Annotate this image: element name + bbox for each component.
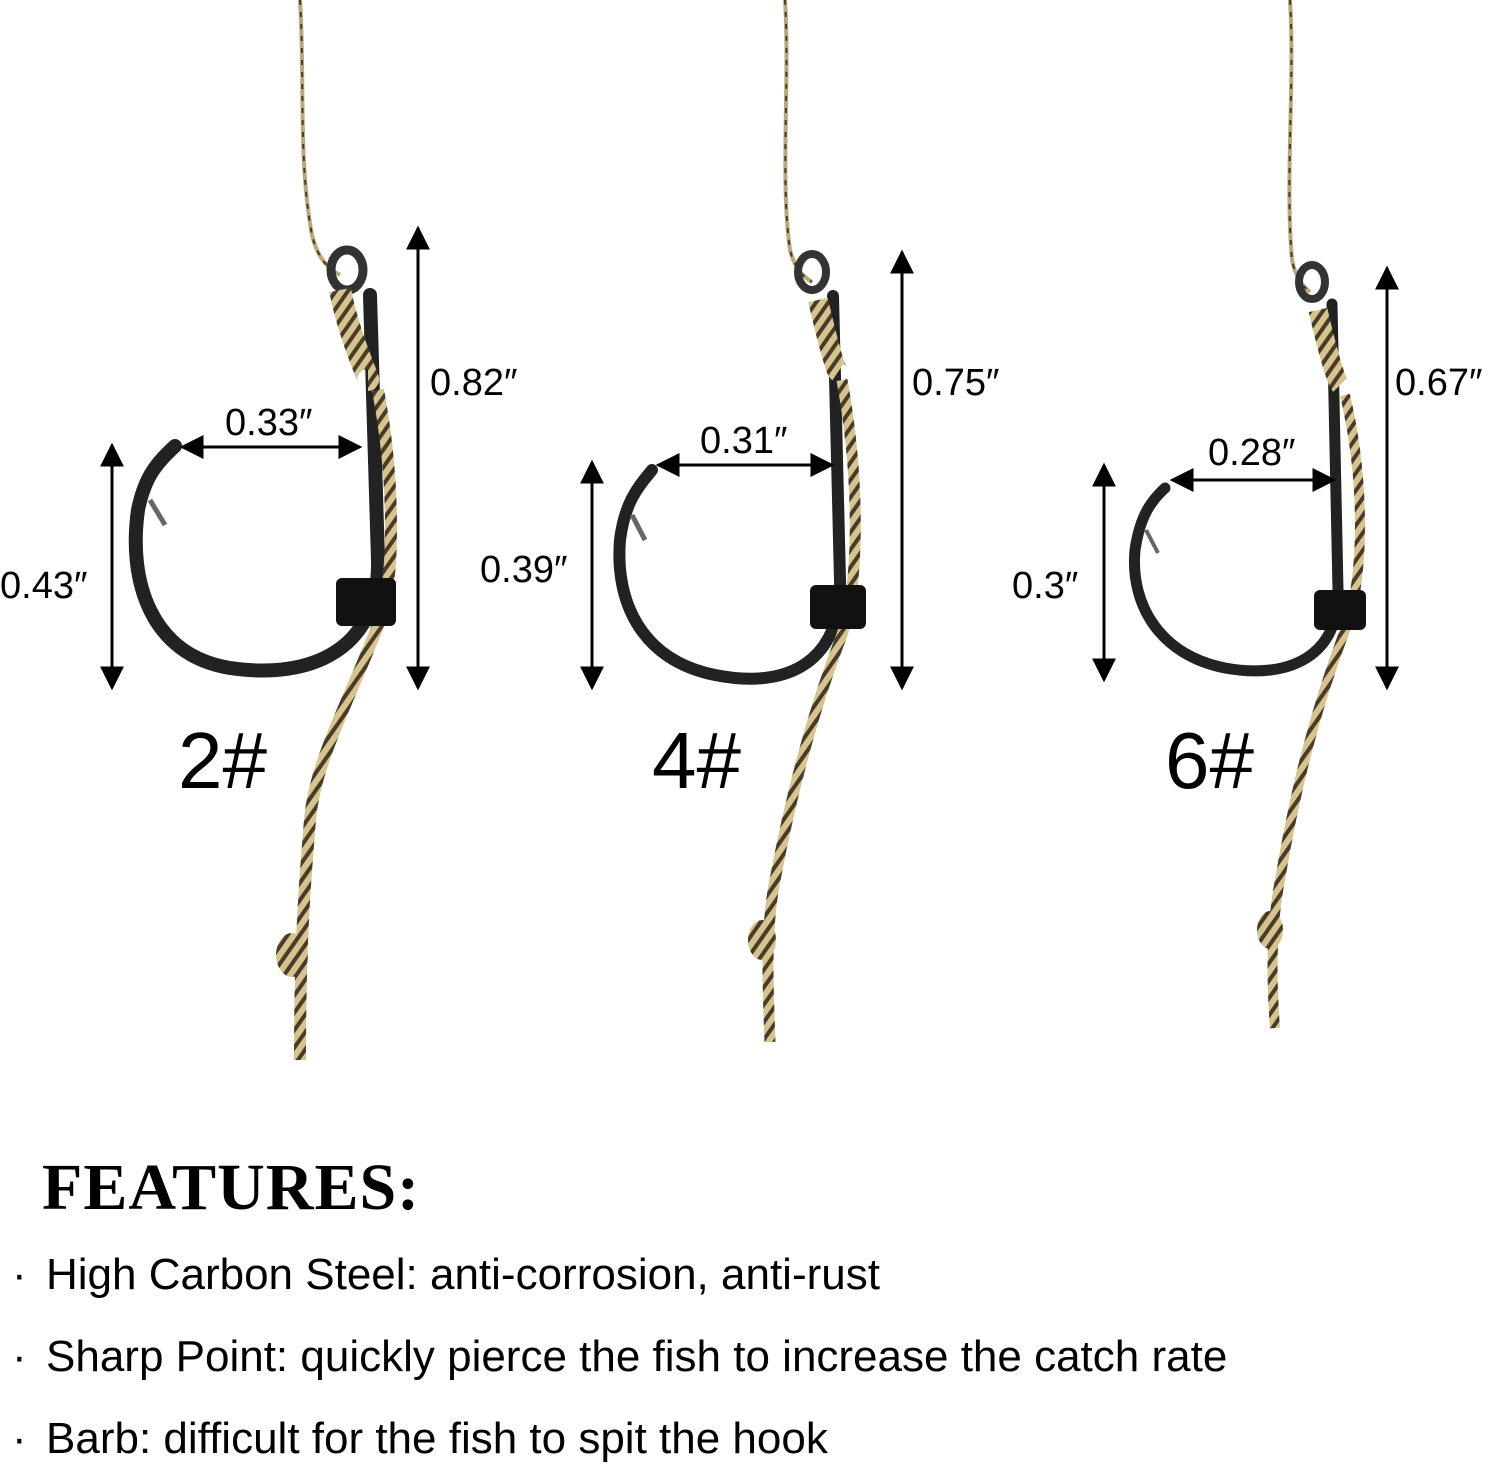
height-label: 0.67″ xyxy=(1395,362,1482,404)
bullet: · xyxy=(12,1414,27,1463)
depth-label: 0.3″ xyxy=(1012,565,1078,607)
whipping-knot xyxy=(1308,307,1349,392)
whipping-knot xyxy=(808,297,847,381)
hook-eye xyxy=(326,245,368,295)
bullet: · xyxy=(12,1332,27,1381)
size-label: 2# xyxy=(178,716,267,805)
silicone-sleeve xyxy=(810,585,866,629)
feature-text: High Carbon Steel: anti-corrosion, anti-… xyxy=(46,1250,880,1299)
braided-line-top xyxy=(298,0,341,277)
braided-line-top-dark xyxy=(1288,0,1311,293)
feature-item: · Sharp Point: quickly pierce the fish t… xyxy=(12,1316,1480,1398)
silicone-sleeve xyxy=(336,578,396,626)
feature-item: · Barb: difficult for the fish to spit t… xyxy=(12,1398,1480,1480)
size-label: 6# xyxy=(1165,716,1254,805)
braided-line-top xyxy=(783,0,814,284)
height-label: 0.82″ xyxy=(430,362,517,404)
depth-label: 0.43″ xyxy=(0,565,87,607)
hook-2: 0.33″ 0.82″ 0.43″ 2# xyxy=(0,0,517,1061)
silicone-sleeve xyxy=(1314,590,1366,630)
feature-text: Barb: difficult for the fish to spit the… xyxy=(46,1414,828,1463)
hook-6: 0.28″ 0.67″ 0.3″ 6# xyxy=(1012,0,1482,1029)
features-section: FEATURES: · High Carbon Steel: anti-corr… xyxy=(12,1148,1480,1480)
braided-leader xyxy=(1267,393,1365,1029)
hook-barb xyxy=(629,513,648,542)
features-title: FEATURES: xyxy=(42,1151,421,1224)
leader-knot xyxy=(1257,911,1283,949)
hook-barb xyxy=(1144,529,1160,554)
depth-label: 0.39″ xyxy=(480,549,567,591)
hook-4: 0.31″ 0.75″ 0.39″ 4# xyxy=(480,0,999,1043)
height-label: 0.75″ xyxy=(912,362,999,404)
bullet: · xyxy=(12,1250,27,1299)
gap-label: 0.28″ xyxy=(1208,432,1295,474)
leader-knot xyxy=(748,920,776,960)
braided-leader xyxy=(294,388,397,1061)
hook-shank xyxy=(128,288,386,678)
feature-item: · High Carbon Steel: anti-corrosion, ant… xyxy=(12,1234,1480,1316)
braided-line-top-dark xyxy=(299,0,341,276)
hook-shank xyxy=(613,290,847,685)
hook-eye xyxy=(1295,261,1329,303)
hook-shank xyxy=(1128,298,1344,677)
gap-label: 0.31″ xyxy=(700,420,787,462)
leader-knot xyxy=(276,933,308,977)
features-list: · High Carbon Steel: anti-corrosion, ant… xyxy=(12,1234,1480,1480)
braided-line-top xyxy=(1287,0,1312,294)
feature-text: Sharp Point: quickly pierce the fish to … xyxy=(46,1332,1228,1381)
gap-label: 0.33″ xyxy=(225,402,312,444)
hook-eye xyxy=(794,250,830,294)
hook-barb xyxy=(147,498,168,527)
size-label: 4# xyxy=(652,716,741,805)
hook-size-illustration: 0.33″ 0.82″ 0.43″ 2# 0.31″ 0.75″ 0.39″ 4… xyxy=(0,0,1482,1061)
